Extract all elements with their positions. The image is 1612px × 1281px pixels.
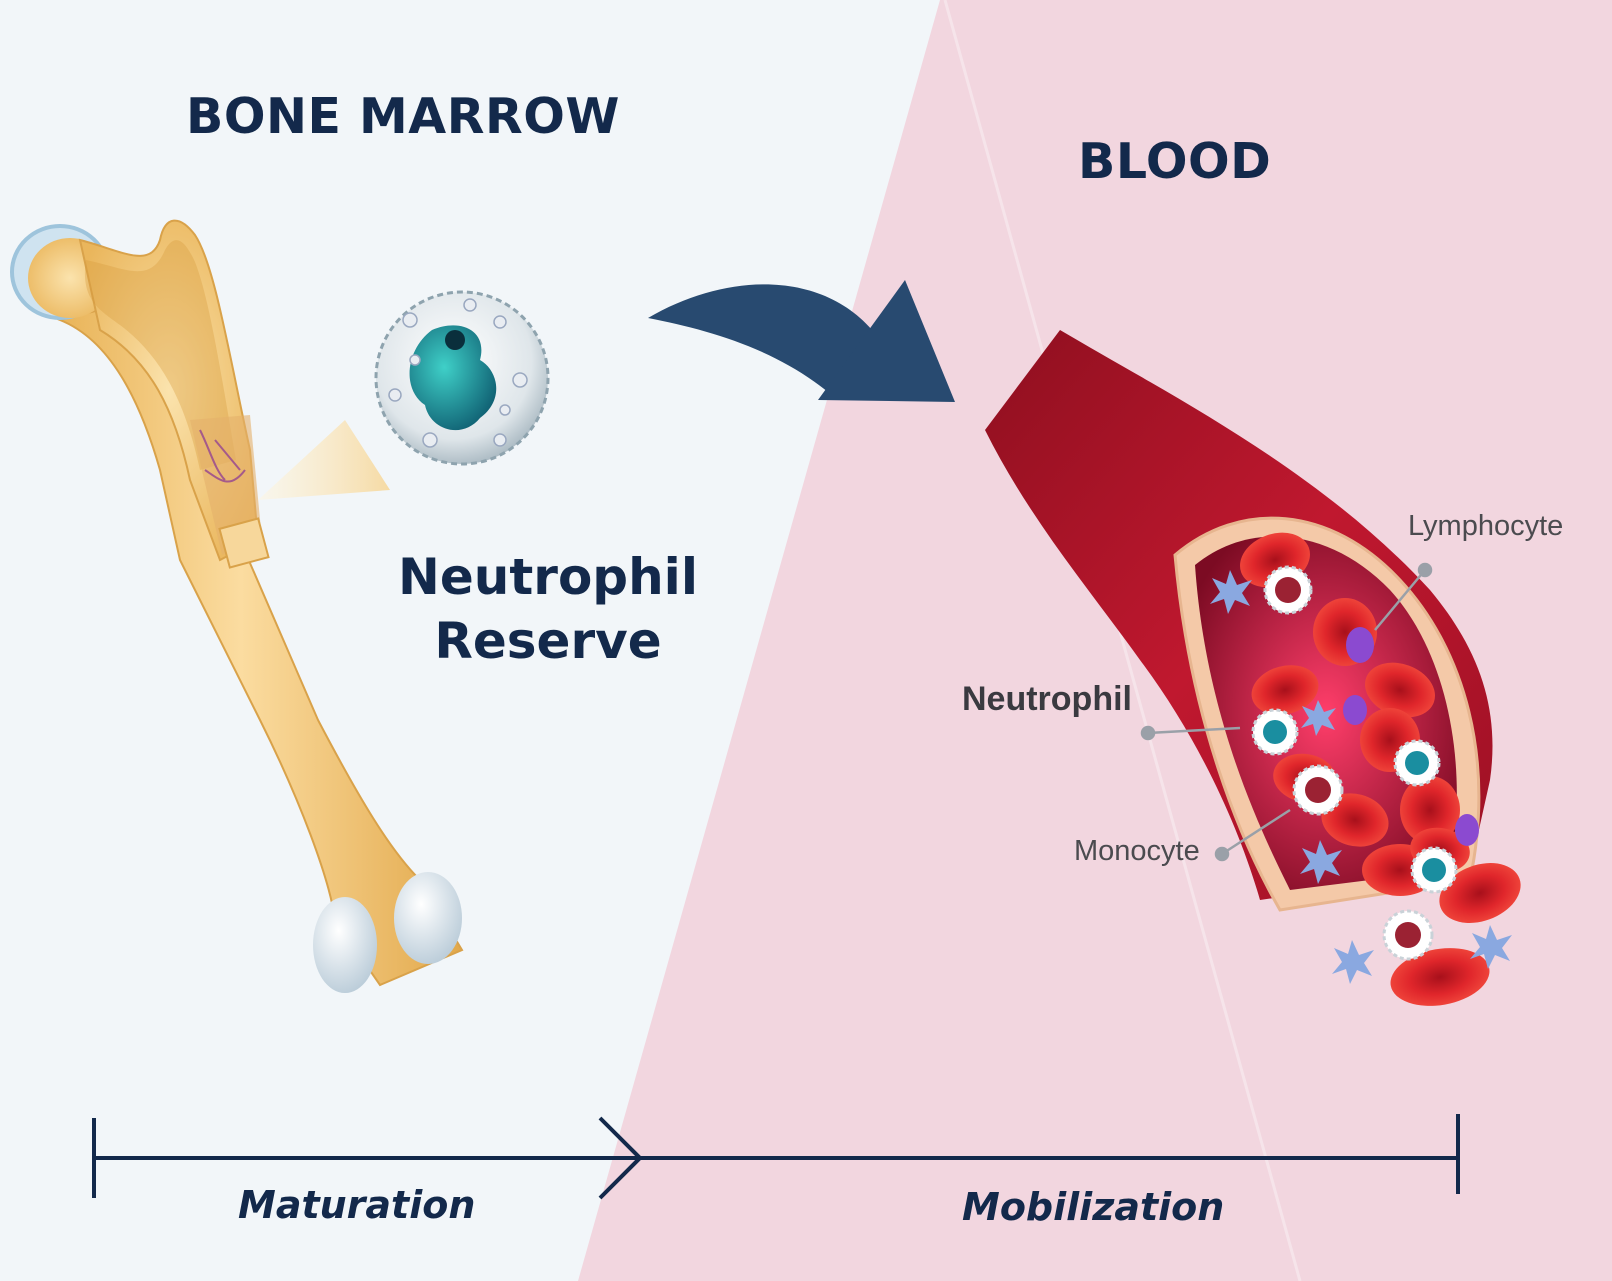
red-blood-cell: [1251, 665, 1319, 715]
neutrophil-label: Neutrophil: [962, 680, 1132, 718]
timeline-axis: [92, 1114, 1460, 1200]
platelets: [1210, 570, 1512, 984]
magnification-beam: [258, 420, 390, 500]
red-blood-cell: [1400, 776, 1460, 844]
blood-light-streak: [943, 0, 1302, 1281]
femur-bone-illustration: [10, 219, 464, 993]
label-leader-lines: [1140, 562, 1433, 862]
lymphocyte-label: Lymphocyte: [1408, 510, 1564, 542]
blood-title: BLOOD: [1078, 133, 1272, 190]
red-blood-cell: [1390, 948, 1490, 1006]
maturation-label: Maturation: [238, 1183, 476, 1227]
neutrophil-reserve-label: Neutrophil Reserve: [392, 545, 704, 673]
bone-marrow-title: BONE MARROW: [186, 88, 620, 145]
purple-cells: [1343, 627, 1479, 846]
monocyte-label: Monocyte: [1074, 835, 1200, 867]
magnified-neutrophil-cell: [374, 290, 550, 466]
red-blood-cell: [1365, 662, 1435, 718]
neutrophil-reserve-line2: Reserve: [434, 612, 662, 670]
mobilization-arrow: [648, 280, 955, 402]
red-blood-cell: [1321, 793, 1389, 847]
neutrophil-reserve-line1: Neutrophil: [398, 548, 698, 606]
mobilization-label: Mobilization: [962, 1185, 1225, 1229]
red-blood-cell: [1439, 863, 1521, 923]
white-blood-cells: [1251, 565, 1458, 961]
